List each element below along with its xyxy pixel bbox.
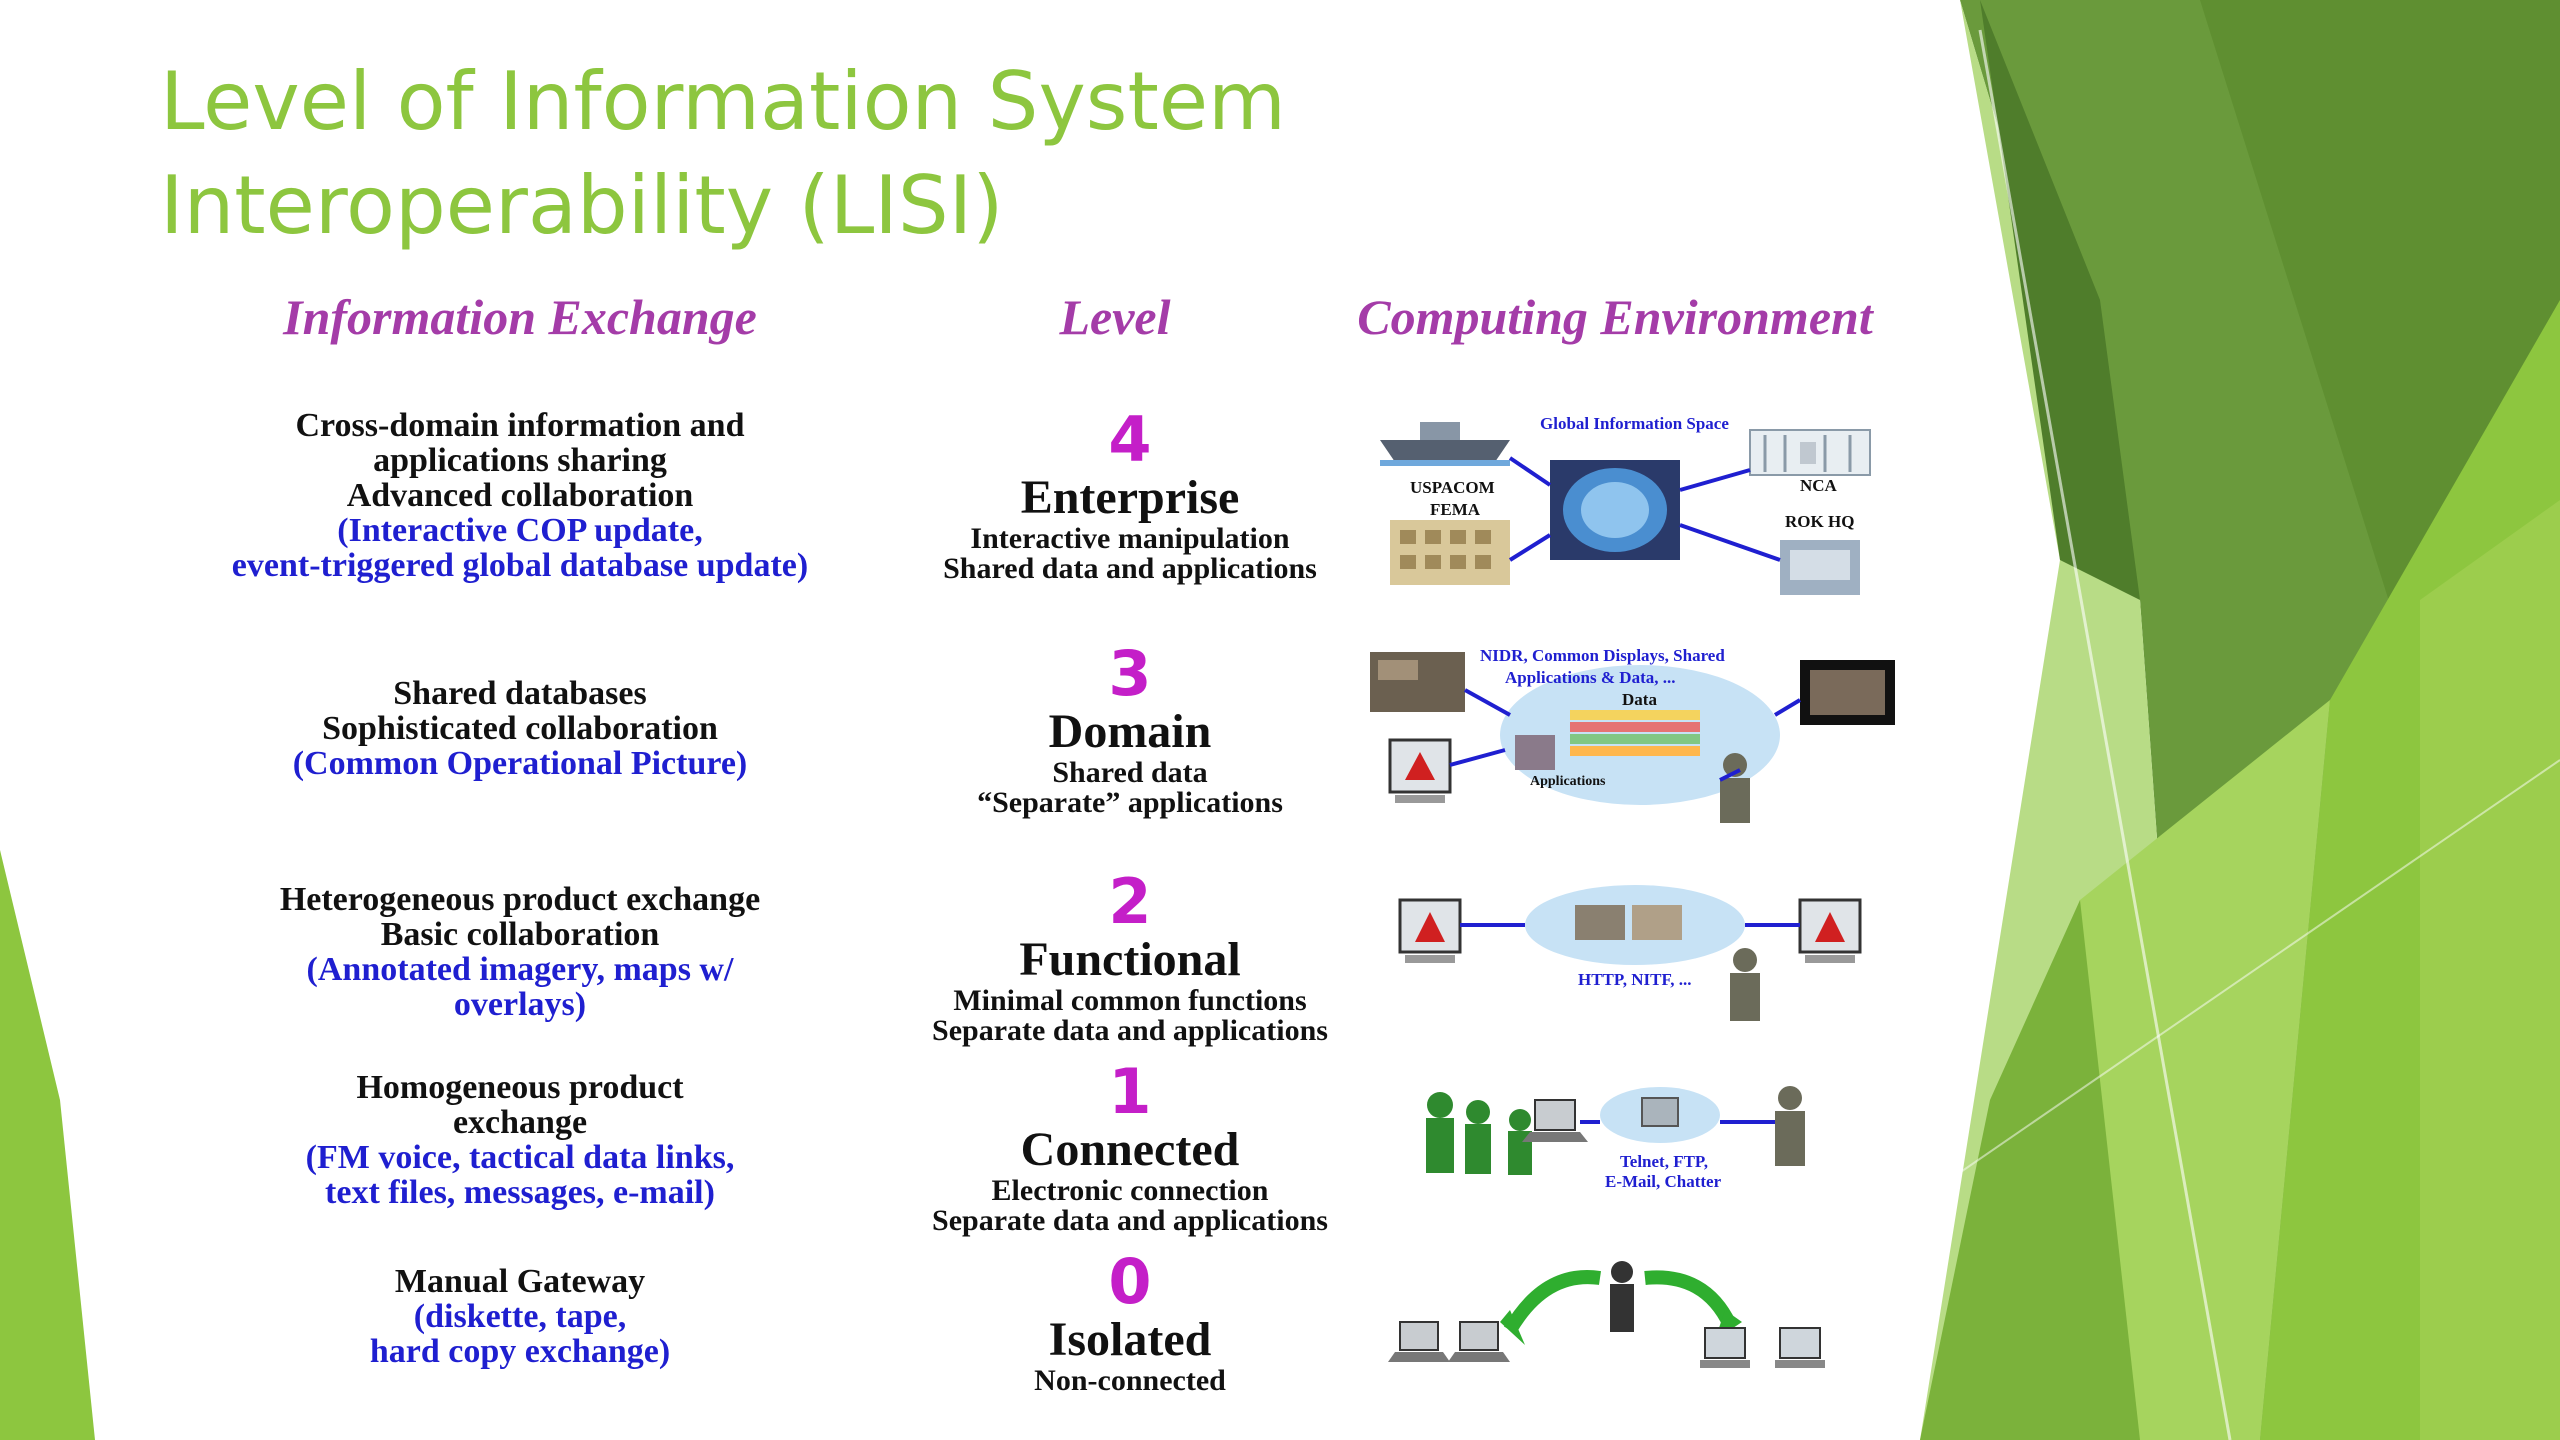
level-name: Functional [1019,933,1241,986]
level-number: 0 [1108,1245,1152,1318]
env-label: FEMA [1430,500,1481,519]
header-information-exchange: Information Exchange [283,289,757,345]
laptop-icon [1388,1321,1450,1362]
level-number: 3 [1108,637,1152,710]
level-name: Enterprise [1020,471,1240,524]
level-number: 2 [1108,865,1152,938]
computer-icon [1700,1327,1750,1368]
level-block: 1 Connected Electronic connection Separa… [890,1060,1370,1236]
computer-icon [1798,898,1862,963]
level-block: 3 Domain Shared data “Separate” applicat… [890,642,1370,818]
info-exchange-text: Manual Gateway (diskette, tape, hard cop… [369,1263,671,1370]
computer-icon [1775,1327,1825,1368]
ship-icon [1380,422,1510,466]
white-house-icon [1749,429,1871,476]
cloud-network-icon [1500,665,1780,805]
hq-photo-icon [1780,540,1860,595]
env-label: Data [1622,690,1657,709]
env-label: Applications & Data, ... [1505,668,1676,687]
info-exchange-text: Cross-domain information and application… [231,407,809,584]
level-number: 1 [1108,1055,1152,1128]
building-icon [1390,520,1510,585]
level-number: 4 [1108,403,1152,476]
soldier-icon [1730,948,1760,1021]
soldier-icon [1775,1086,1805,1166]
soldier-icon [1610,1261,1634,1332]
soldiers-group-icon [1426,1092,1532,1175]
computer-icon [1388,738,1452,803]
level-name: Connected [1020,1123,1240,1176]
computer-icon [1398,898,1462,963]
env-label: NIDR, Common Displays, Shared [1480,646,1725,665]
satellite-image-icon [1370,652,1465,712]
soldier-icon [1720,753,1750,823]
environment-illustration: Telnet, FTP, E-Mail, Chatter [1360,1060,1900,1210]
title-line-2: Interoperability (LISI) [160,159,1004,252]
info-exchange-text: Heterogeneous product exchange Basic col… [279,881,761,1023]
globe-icon [1550,460,1680,560]
environment-illustration [1360,1250,1900,1390]
level-block: 2 Functional Minimal common functions Se… [890,870,1370,1046]
env-label: USPACOM [1410,478,1495,497]
environment-illustration: NIDR, Common Displays, Shared Applicatio… [1360,640,1900,860]
env-label: Applications [1530,774,1606,789]
laptop-icon [1522,1099,1588,1142]
info-exchange-text: Shared databases Sophisticated collabora… [292,675,748,782]
env-label: HTTP, NITF, ... [1578,970,1692,989]
arrow-icon [1500,1270,1602,1345]
env-label: NCA [1800,476,1837,495]
level-name: Isolated [1048,1313,1212,1366]
cloud-network-icon [1600,1087,1720,1143]
info-exchange-text: Homogeneous product exchange (FM voice, … [305,1069,735,1211]
environment-illustration: HTTP, NITF, ... [1360,870,1900,1040]
level-block: 0 Isolated Non-connected [890,1250,1370,1396]
video-screen-icon [1800,660,1895,725]
laptop-icon [1448,1321,1510,1362]
level-name: Domain [1048,705,1212,758]
cloud-network-icon [1525,885,1745,965]
environment-illustration: Global Information Space USPACOM FEMA NC… [1360,400,1900,620]
header-computing-environment: Computing Environment [1357,289,1873,345]
level-block: 4 Enterprise Interactive manipulation Sh… [890,408,1370,584]
title-line-1: Level of Information System [160,55,1286,148]
env-label: Telnet, FTP, [1620,1152,1709,1171]
env-label: ROK HQ [1785,512,1855,531]
header-level: Level [1059,289,1171,345]
slide-title: Level of Information System Interoperabi… [160,50,1660,258]
env-label: E-Mail, Chatter [1605,1172,1722,1191]
env-label: Global Information Space [1540,414,1729,433]
